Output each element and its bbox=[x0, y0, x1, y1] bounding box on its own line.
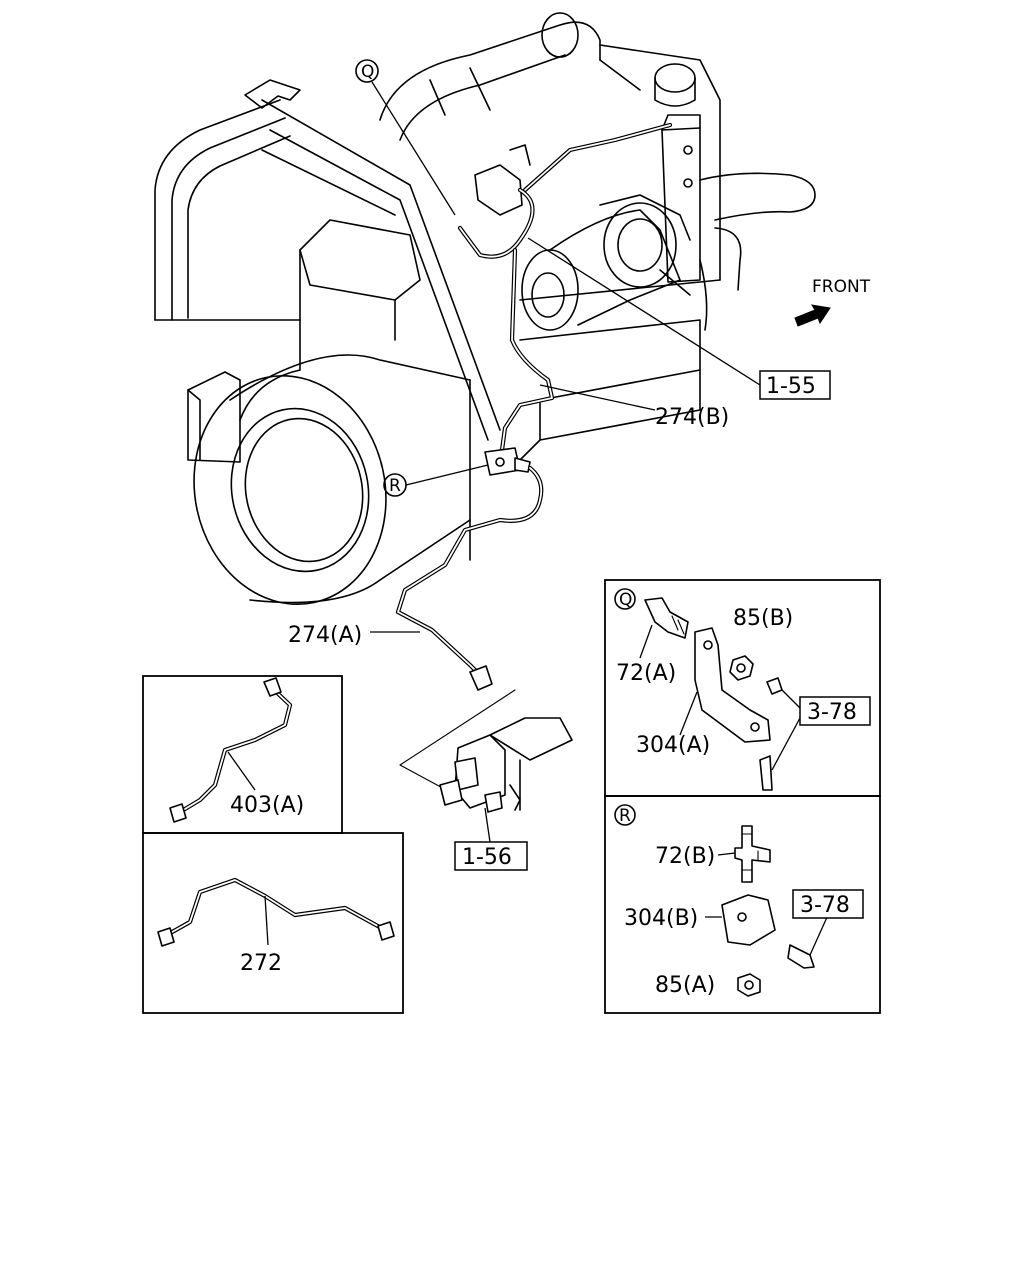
callout-1-56: 1-56 bbox=[462, 845, 512, 870]
callout-274b: 274(B) bbox=[655, 405, 729, 430]
callout-72b: 72(B) bbox=[655, 844, 715, 869]
callout-q: Q bbox=[361, 62, 374, 82]
callout-3-78-r: 3-78 bbox=[800, 893, 850, 918]
front-indicator: FRONT bbox=[794, 277, 871, 327]
callout-3-78-q: 3-78 bbox=[807, 700, 857, 725]
panel-q-marker: Q bbox=[619, 590, 632, 610]
panel-q-detail: Q 72(A) 304(A) 85(B) 3-78 bbox=[604, 579, 881, 797]
arrow-icon bbox=[794, 304, 831, 327]
callout-1-55: 1-55 bbox=[766, 374, 816, 399]
vacuum-pipes bbox=[395, 122, 673, 691]
panel-r-detail: R 72(B) 304(B) 3-78 85(A) bbox=[604, 795, 881, 1014]
solenoid-assembly bbox=[399, 689, 573, 813]
callout-85b: 85(B) bbox=[733, 606, 793, 631]
main-callouts: Q 1-55 274(B) R 274(A) 1-56 bbox=[288, 59, 831, 871]
callout-304a: 304(A) bbox=[636, 733, 710, 758]
panel-272: 272 bbox=[142, 832, 404, 1014]
panel-403a: 403(A) bbox=[142, 675, 343, 834]
panel-r-marker: R bbox=[619, 806, 631, 826]
engine-illustration bbox=[154, 12, 816, 606]
callout-72a: 72(A) bbox=[616, 661, 676, 686]
callout-403a: 403(A) bbox=[230, 793, 304, 818]
callout-274a: 274(A) bbox=[288, 623, 362, 648]
callout-r: R bbox=[389, 476, 401, 496]
callout-272: 272 bbox=[240, 951, 282, 976]
front-label: FRONT bbox=[812, 277, 871, 297]
callout-304b: 304(B) bbox=[624, 906, 698, 931]
callout-85a: 85(A) bbox=[655, 973, 715, 998]
